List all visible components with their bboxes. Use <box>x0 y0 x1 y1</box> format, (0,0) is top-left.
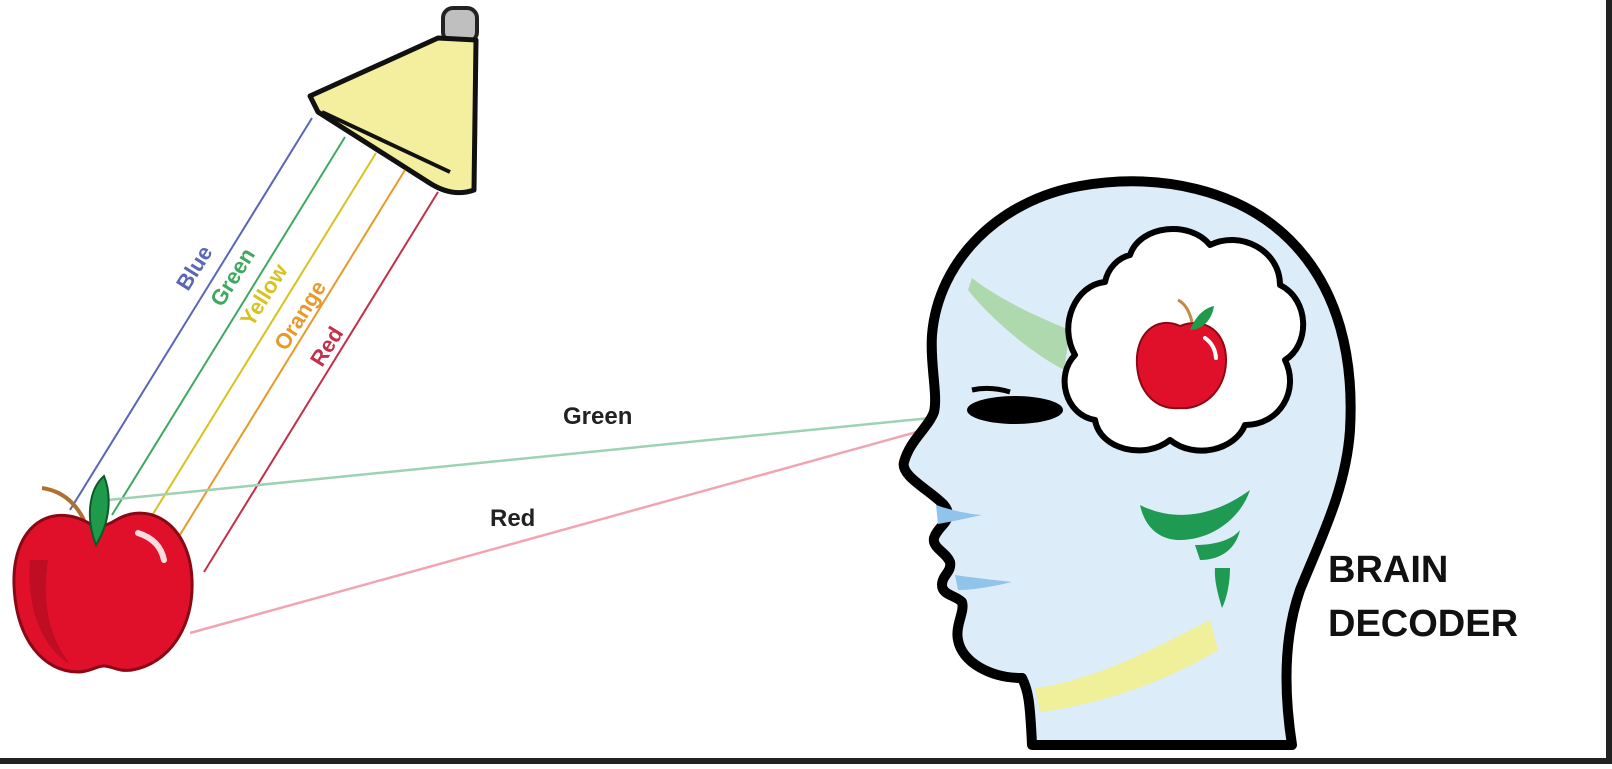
color-perception-diagram: Blue Green Yellow Orange Red Green Red <box>0 0 1612 764</box>
image-border <box>0 0 1612 764</box>
